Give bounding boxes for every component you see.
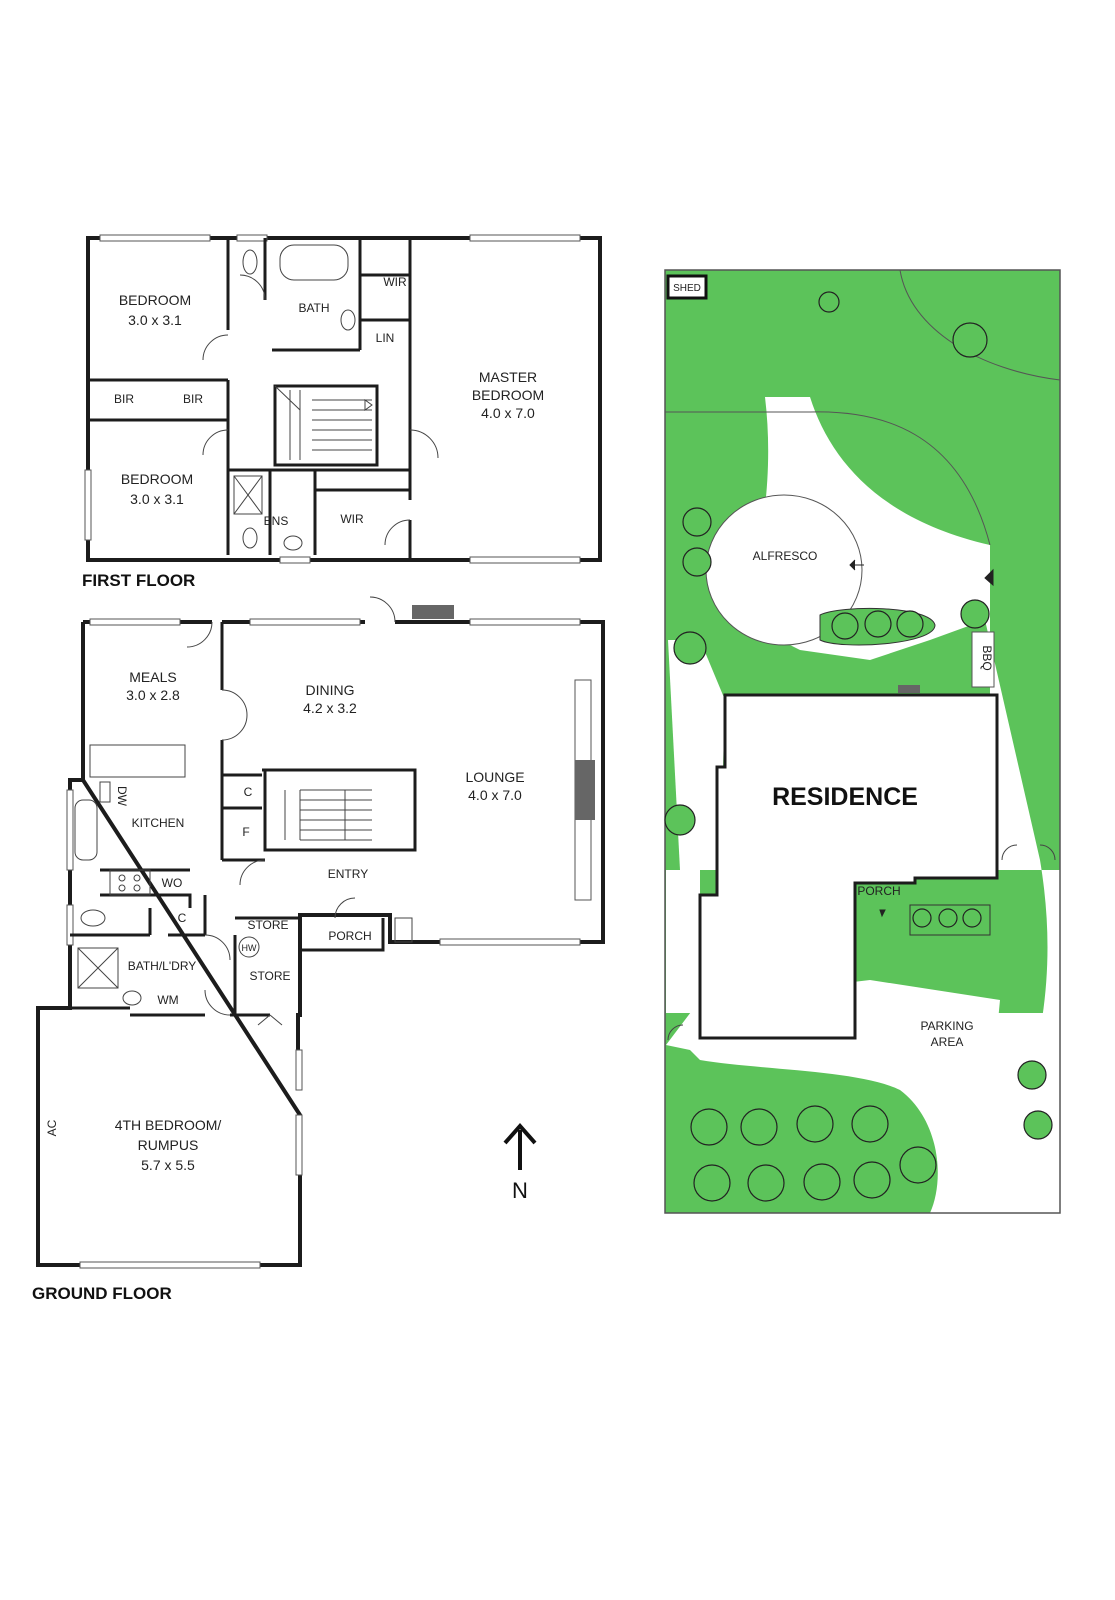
porch-label: PORCH [328,929,371,943]
parking-label-1: PARKING [920,1019,973,1033]
shed-box [666,274,708,300]
residence-label: RESIDENCE [772,783,918,811]
ground-floor-stairs [284,789,372,841]
parking-label-2: AREA [931,1035,964,1049]
kitchen-label: KITCHEN [132,816,185,830]
ground-floor-plan: MEALS 3.0 x 2.8 DINING 4.2 x 3.2 LOUNGE … [32,596,605,1303]
bedroom2-size: 3.0 x 3.1 [130,491,184,507]
hw-label: HW [242,943,257,953]
rumpus-size: 5.7 x 5.5 [141,1157,195,1173]
site-plan: SHED ALFRESCO BBQ RESIDENCE PORCH PARKIN… [664,269,1061,1214]
meals-size: 3.0 x 2.8 [126,687,180,703]
c2-label: C [178,911,187,925]
bath-label: BATH [298,301,329,315]
master-size: 4.0 x 7.0 [481,405,535,421]
c1-label: C [244,785,253,799]
ens-label: ENS [264,514,289,528]
entry-label: ENTRY [328,867,368,881]
lin-label: LIN [376,331,395,345]
wo-label: WO [162,876,183,890]
bir2-label: BIR [183,392,203,406]
lounge-label: LOUNGE [465,769,524,785]
wm-label: WM [157,993,178,1007]
bedroom1-label: BEDROOM [119,292,191,308]
ac-label: AC [45,1119,59,1136]
master-label-2: BEDROOM [472,387,544,403]
dining-size: 4.2 x 3.2 [303,700,357,716]
dw-label: DW [115,786,129,807]
tree-cluster [664,291,1053,1202]
north-label: N [512,1178,528,1203]
first-floor-plan: BEDROOM 3.0 x 3.1 BIR BIR BEDROOM 3.0 x … [82,234,602,590]
wir1-label: WIR [383,275,407,289]
bedroom1-size: 3.0 x 3.1 [128,312,182,328]
alfresco-label: ALFRESCO [753,549,818,563]
site-porch-label: PORCH [857,884,900,898]
bir1-label: BIR [114,392,134,406]
f-label: F [242,825,249,839]
rumpus-label-1: 4TH BEDROOM/ [115,1117,222,1133]
wir2-label: WIR [340,512,364,526]
bbq-label: BBQ [980,645,994,670]
master-label-1: MASTER [479,369,537,385]
north-arrow: N [503,1122,537,1203]
first-floor-stairs [274,385,373,460]
residence-outline [698,693,999,1040]
rumpus-label-2: RUMPUS [138,1137,199,1153]
ground-floor-title: GROUND FLOOR [32,1284,172,1303]
dining-label: DINING [306,682,355,698]
shed-label: SHED [673,283,701,294]
store2-label: STORE [249,969,290,983]
first-floor-title: FIRST FLOOR [82,571,195,590]
meals-label: MEALS [129,669,176,685]
lounge-size: 4.0 x 7.0 [468,787,522,803]
bedroom2-label: BEDROOM [121,471,193,487]
bbq-box [971,631,995,688]
store1-label: STORE [247,918,288,932]
bath-ldry-label: BATH/L'DRY [128,959,197,973]
